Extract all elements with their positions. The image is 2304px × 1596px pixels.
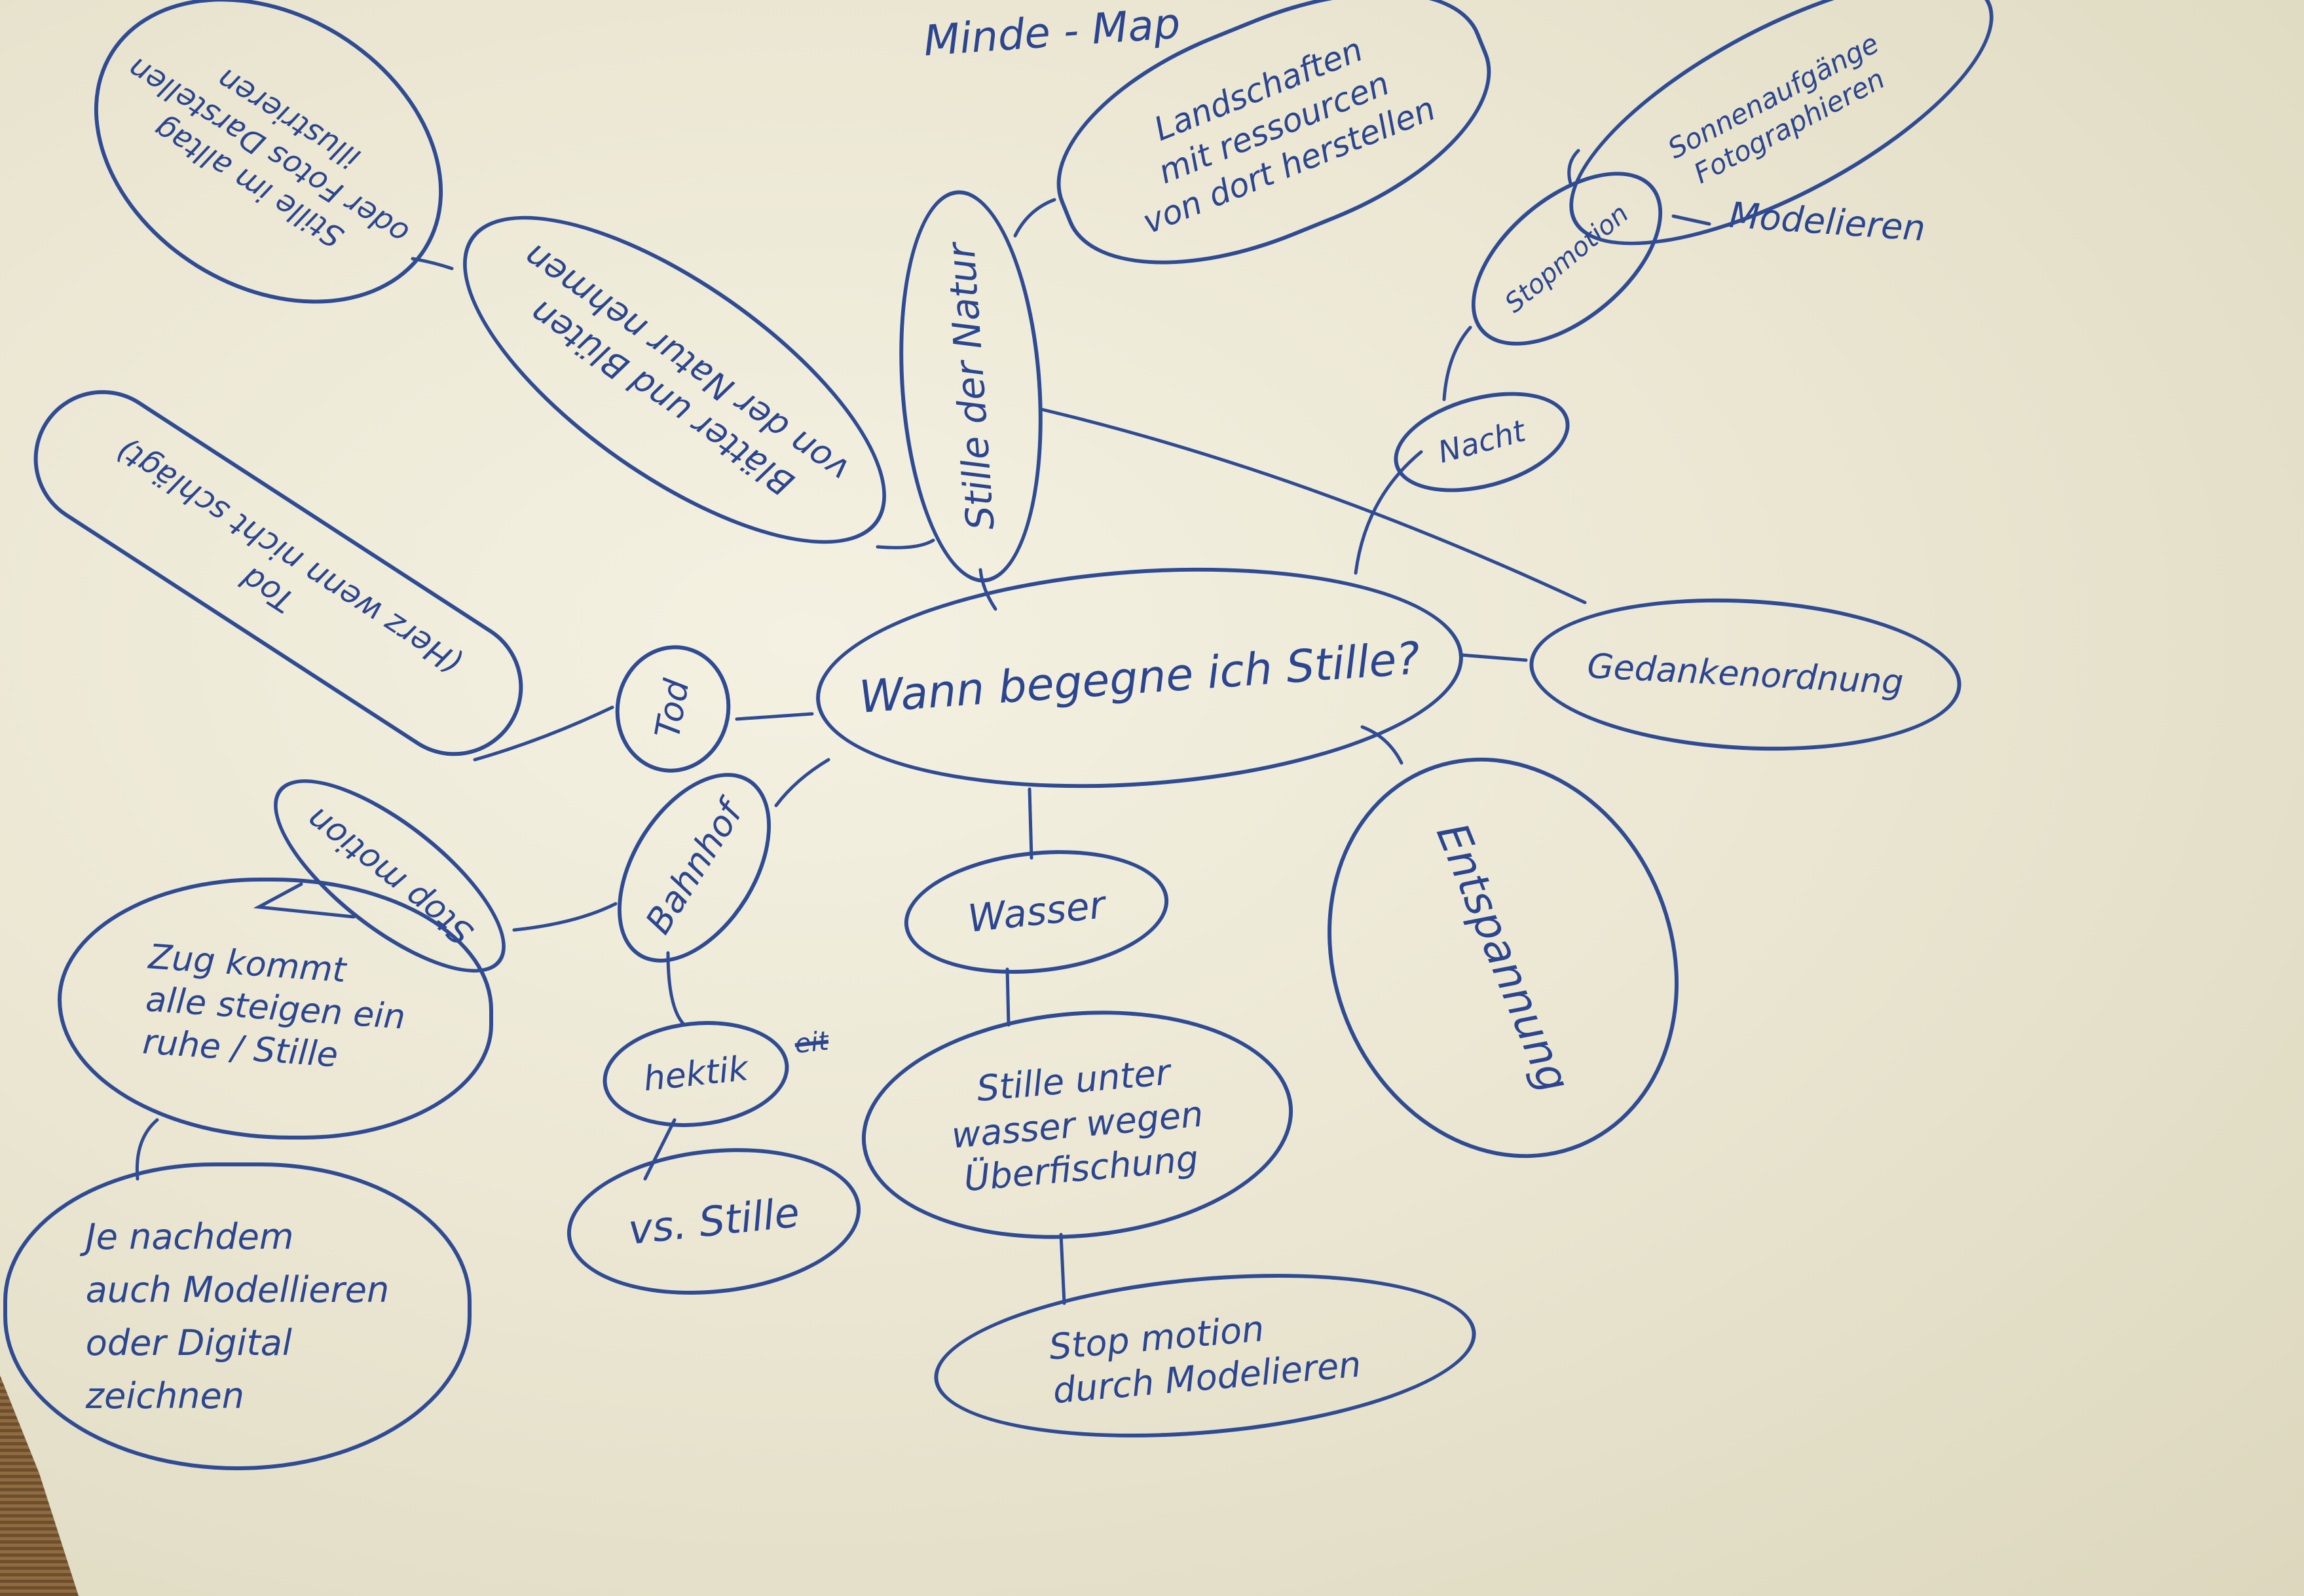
edge-center-gedankenordnung [1459, 653, 1528, 662]
node-zug-kommt[interactable]: Zug kommt alle steigen ein ruhe / Stille [58, 878, 493, 1140]
edge-natur-landschaften [1013, 198, 1056, 238]
node-stille-unter-wasser-label: Stille unter wasser wegen Überfischung [950, 1051, 1205, 1200]
edge-bahnhof-stopmotion [512, 902, 618, 932]
node-tod-long[interactable]: Tod (Herz wenn nicht schlägt) [7, 363, 549, 783]
node-gedankenordnung[interactable]: Gedankenordnung [1525, 587, 1965, 762]
edge-unter-stopmotion [1059, 1233, 1066, 1305]
center-node[interactable]: Wann begegne ich Stille? [808, 547, 1471, 809]
node-wasser-label: Wasser [965, 882, 1107, 942]
node-sonnenaufgaenge-label: Sonnenaufgänge Fotographieren [1662, 26, 1890, 190]
node-blaetter[interactable]: Blätter und Blüten von der Natur nehmen [414, 157, 935, 603]
node-tod[interactable]: Tod [605, 636, 741, 782]
node-vs-stille[interactable]: vs. Stille [559, 1134, 868, 1308]
node-stille-im-alltag-label: Stille im alltag oder Fotos Darstellen i… [121, 50, 415, 255]
edge-natur-blaetter [876, 538, 935, 549]
node-bahnhof-label: Bahnhof [637, 794, 751, 941]
node-stille-der-natur-label: Stille der Natur [938, 241, 1003, 532]
node-stille-der-natur[interactable]: Stille der Natur [887, 185, 1055, 587]
center-node-label: Wann begegne ich Stille? [857, 632, 1422, 724]
node-hektik[interactable]: hektik eit [597, 1012, 830, 1136]
node-hektik-label: hektik [641, 1049, 751, 1099]
node-je-nachdem[interactable]: Je nachdem auch Modellieren oder Digital… [3, 1162, 472, 1470]
node-je-nachdem-label: Je nachdem auch Modellieren oder Digital… [85, 1216, 390, 1417]
node-tod-label: Tod [648, 676, 697, 742]
edge-center-bahnhof [774, 758, 830, 807]
edge-bahnhof-hektik [666, 951, 686, 1027]
node-blaetter-label: Blätter und Blüten von der Natur nehmen [517, 235, 857, 504]
edge-nacht-stopmotion [1442, 325, 1472, 401]
node-gedankenordnung-label: Gedankenordnung [1586, 646, 1905, 703]
node-zug-kommt-label: Zug kommt alle steigen ein ruhe / Stille [141, 937, 407, 1075]
node-vs-stille-label: vs. Stille [625, 1188, 802, 1254]
node-stop-motion-modelieren[interactable]: Stop motion durch Modelieren [927, 1253, 1483, 1458]
edge-wasser-unter [1005, 967, 1011, 1027]
map-title: Minde - Map [921, 0, 1182, 66]
node-nacht-label: Nacht [1434, 413, 1529, 470]
edge-center-tod [735, 712, 814, 721]
node-nacht[interactable]: Nacht [1383, 374, 1581, 510]
node-entspannung-label: Entspannung [1426, 815, 1580, 1100]
crossed-out-text: eit [793, 1026, 830, 1060]
node-bahnhof[interactable]: Bahnhof [585, 745, 803, 990]
node-stille-im-alltag[interactable]: Stille im alltag oder Fotos Darstellen i… [37, 0, 500, 367]
node-stop-motion-modelieren-label: Stop motion durch Modelieren [1047, 1307, 1363, 1412]
node-stille-unter-wasser[interactable]: Stille unter wasser wegen Überfischung [852, 993, 1303, 1257]
node-tod-long-label: Tod (Herz wenn nicht schlägt) [109, 431, 469, 682]
node-entspannung[interactable]: Entspannung [1268, 704, 1738, 1212]
edge-center-wasser [1028, 787, 1033, 860]
node-wasser[interactable]: Wasser [898, 838, 1175, 986]
